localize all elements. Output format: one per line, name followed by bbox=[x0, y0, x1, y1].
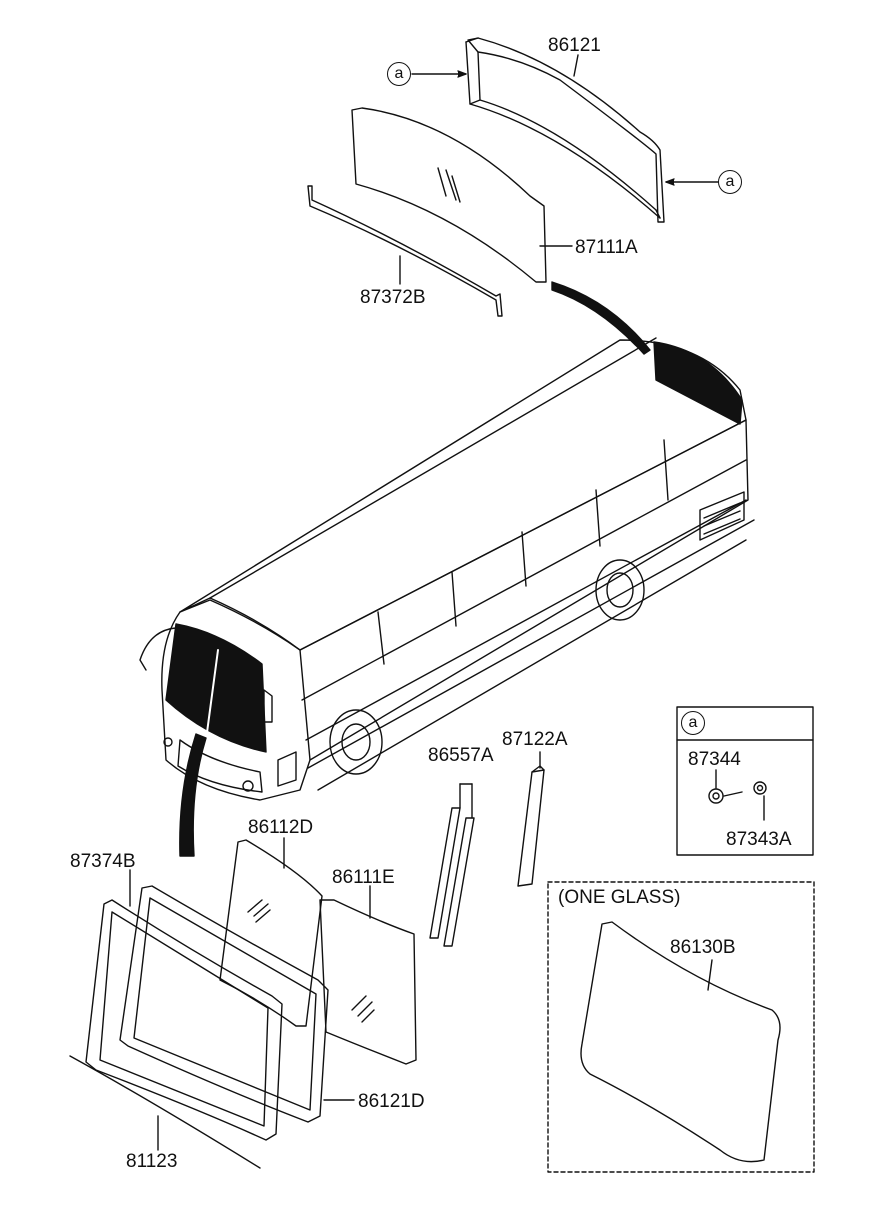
label-87111A: 87111A bbox=[575, 237, 638, 258]
front-glass-leaders bbox=[129, 837, 371, 1151]
rear-molding-87372B bbox=[307, 185, 503, 317]
callout-a-right: a bbox=[718, 170, 742, 194]
rear-glass-pointer bbox=[551, 281, 651, 355]
label-86121: 86121 bbox=[548, 35, 601, 56]
pillar-trim-87122A bbox=[517, 751, 545, 887]
front-seal-86121D bbox=[119, 885, 329, 1123]
label-87374B: 87374B bbox=[70, 851, 136, 872]
label-86112D: 86112D bbox=[248, 817, 314, 838]
rear-seal-86121 bbox=[465, 37, 665, 223]
label-one-glass: (ONE GLASS) bbox=[558, 887, 681, 908]
label-87344: 87344 bbox=[688, 749, 741, 770]
label-87343A: 87343A bbox=[726, 829, 792, 850]
front-glass-pointer bbox=[179, 733, 207, 857]
rear-glass-leaders bbox=[399, 54, 719, 285]
front-glass-86112D bbox=[219, 839, 323, 1027]
front-molding-87374B bbox=[85, 899, 283, 1141]
label-86130B: 86130B bbox=[670, 937, 736, 958]
bottom-trim-81123 bbox=[69, 1055, 261, 1169]
bus-body bbox=[139, 337, 755, 801]
label-87372B: 87372B bbox=[360, 287, 426, 308]
label-86121D: 86121D bbox=[358, 1091, 425, 1112]
rear-glass-87111A bbox=[351, 107, 547, 283]
clip-detail-box bbox=[676, 706, 814, 856]
label-81123: 81123 bbox=[126, 1151, 178, 1172]
front-glass-86111E bbox=[319, 899, 417, 1065]
label-86557A: 86557A bbox=[428, 745, 494, 766]
label-87122A: 87122A bbox=[502, 729, 568, 750]
callout-a-box: a bbox=[681, 711, 705, 735]
label-86111E: 86111E bbox=[332, 867, 395, 888]
one-glass-box bbox=[547, 881, 815, 1173]
callout-a-left: a bbox=[387, 62, 411, 86]
pillar-molding-86557A bbox=[429, 783, 475, 947]
